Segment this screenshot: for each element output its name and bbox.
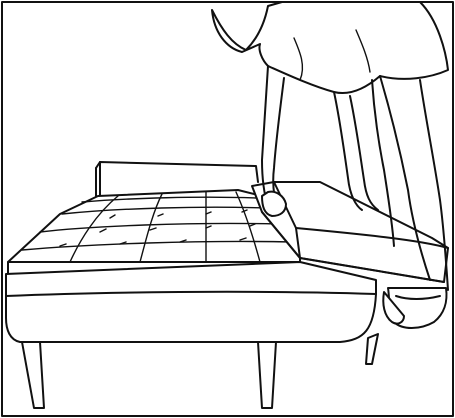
sofa-base	[5, 261, 377, 343]
lifted-seat-cushion	[251, 181, 449, 283]
sofa-legs	[21, 333, 379, 409]
backrest-frame	[95, 161, 259, 201]
person-figure	[211, 1, 449, 329]
quilted-mattress	[7, 189, 301, 275]
